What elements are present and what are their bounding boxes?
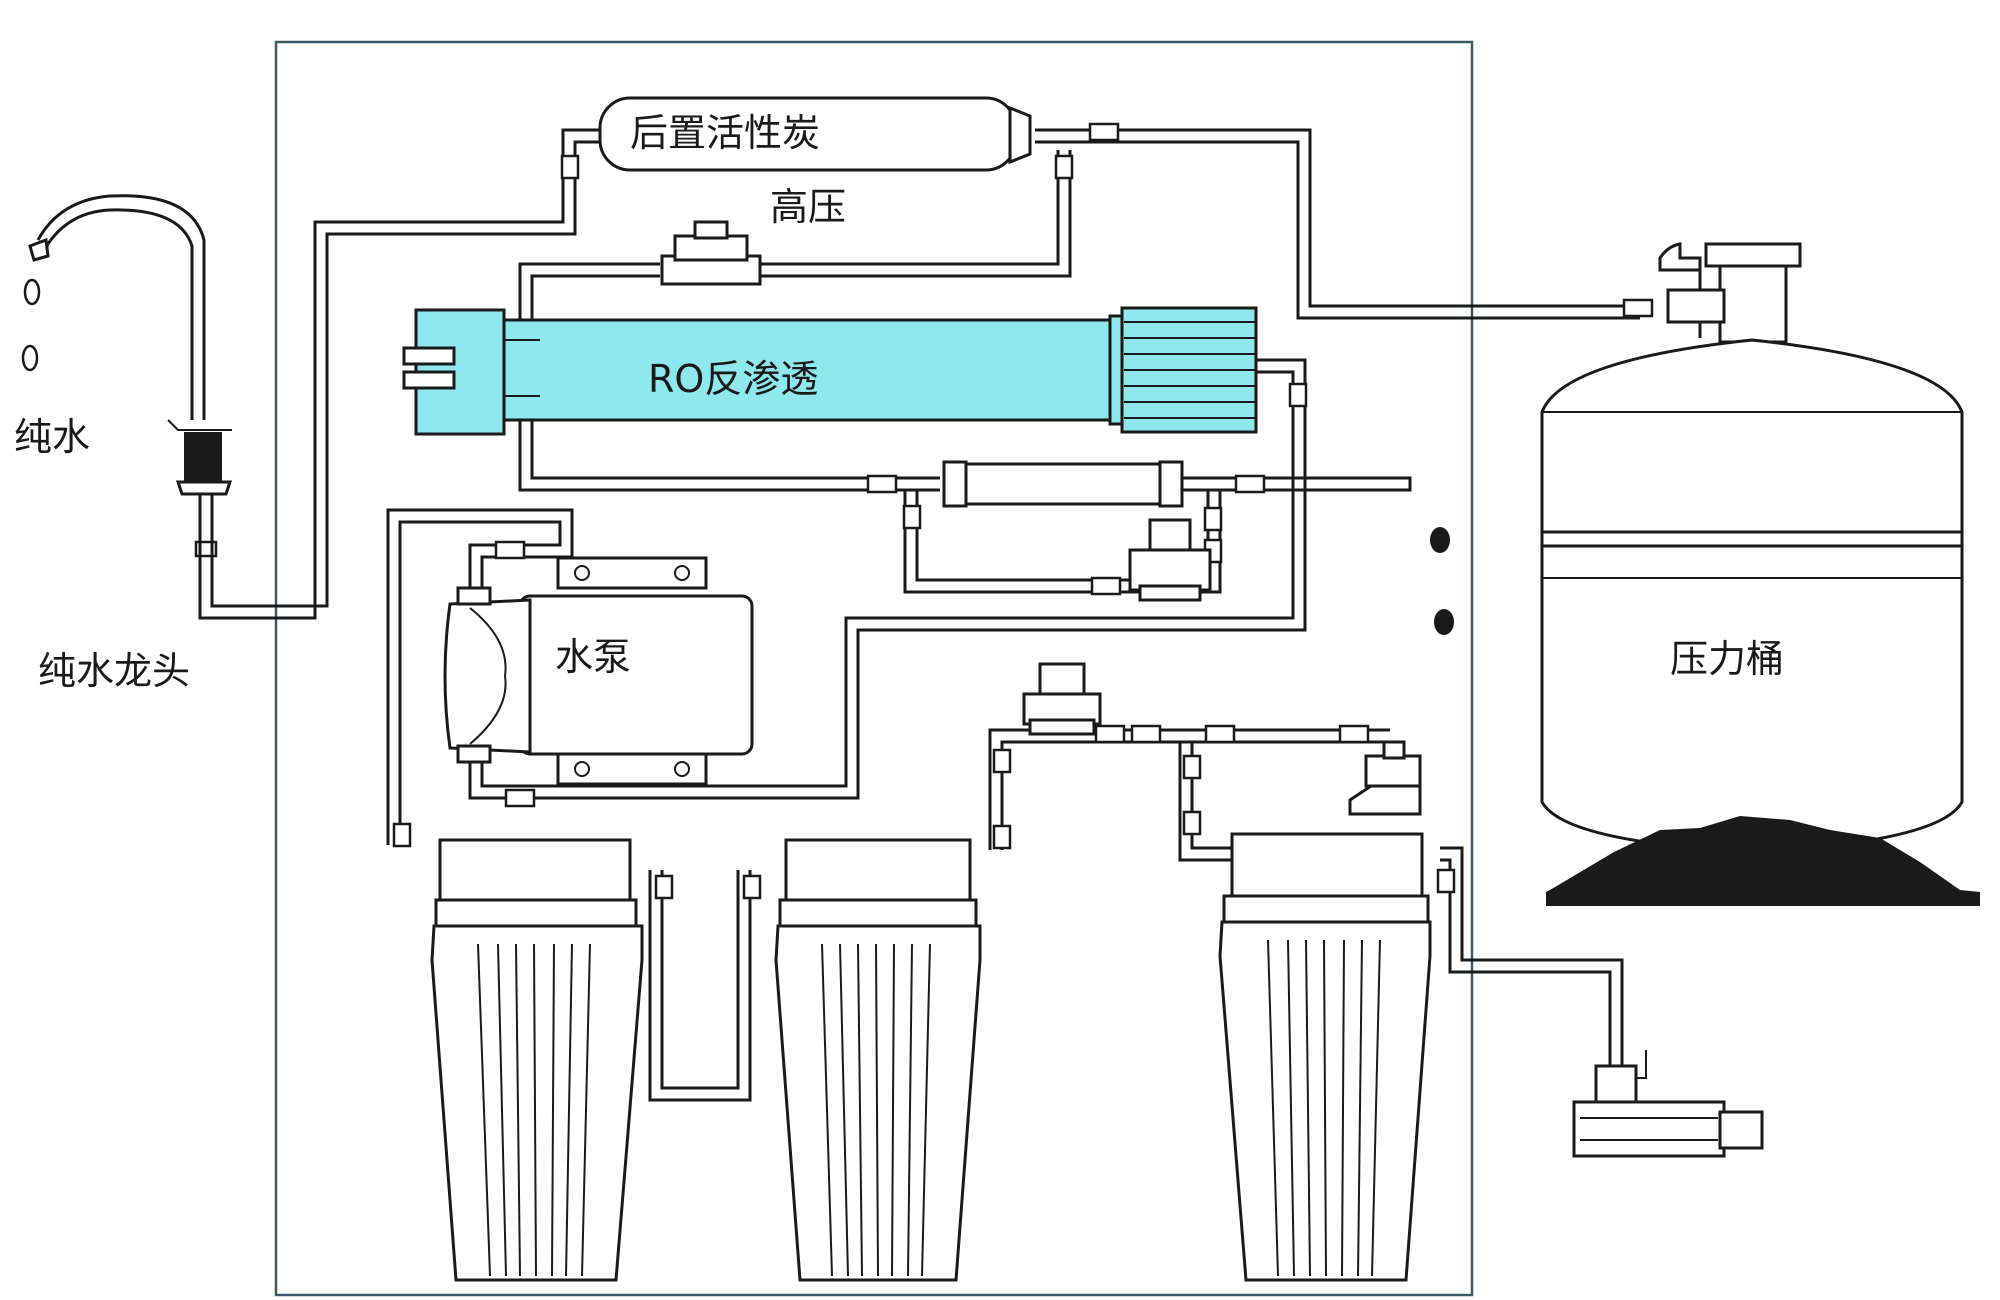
water-drop-2 [21,344,39,372]
tank-label: 压力桶 [1670,637,1784,681]
post-carbon-label: 后置活性炭 [630,111,820,155]
flow-restrictor [942,460,1184,508]
filter-housing-3 [1218,832,1432,1282]
pipe-fittings [194,122,1654,900]
inlet-valve [1022,662,1102,736]
pressure-tank: 压力桶 [1540,242,1980,906]
enclosure-frame [274,40,1474,1297]
mount-hole-1 [1430,527,1450,553]
ro-membrane: RO反渗透 [402,306,1258,436]
flush-valve [1128,518,1212,602]
high-pressure-label: 高压 [770,185,846,229]
filter-housing-2 [774,838,982,1282]
pure-water-label: 纯水 [14,415,90,459]
filter-housing-1 [430,838,644,1282]
faucet-label: 纯水龙头 [38,649,190,693]
ro-membrane-label: RO反渗透 [648,357,818,401]
tank-base [1546,816,1980,906]
low-pressure-switch [1348,740,1422,816]
water-drop-1 [23,278,41,306]
pump-label: 水泵 [555,635,631,679]
pump: 水泵 [443,556,754,786]
ro-membrane-housing [498,318,1132,422]
post-carbon-filter: 后置活性炭 [598,96,1032,172]
feed-valve [1572,1050,1764,1158]
high-pressure-switch [660,220,762,286]
faucet-icon [21,194,233,560]
mount-hole-2 [1434,609,1454,635]
pipes [198,128,1640,1102]
